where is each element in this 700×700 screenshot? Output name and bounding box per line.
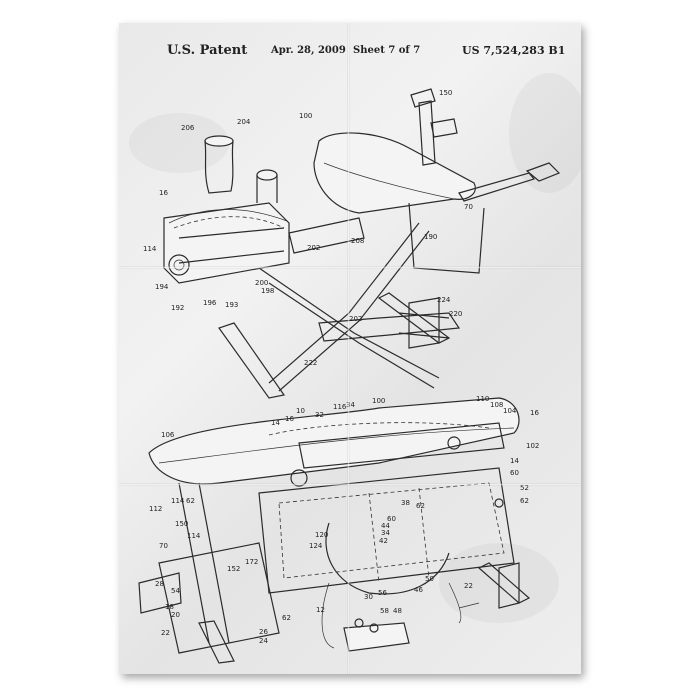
patent-number: US 7,524,283 B1 (462, 44, 566, 57)
bottom-figure-ref-label: 18 (165, 603, 174, 611)
bottom-figure-ref-label: 70 (159, 542, 168, 550)
bottom-figure-ref-label: 28 (155, 580, 164, 588)
top-figure-ref-label: 150 (439, 89, 452, 97)
paper-fold-horizontal (119, 483, 581, 486)
bottom-figure-ref-label: 114 (171, 497, 185, 505)
bottom-figure (138, 397, 531, 664)
bottom-figure-ref-label: 22 (464, 582, 473, 590)
bottom-figure-ref-label: 32 (315, 411, 324, 419)
bottom-figure-ref-label: 150 (175, 520, 188, 528)
patent-sheet: Sheet 7 of 7 (353, 45, 421, 56)
top-figure-ref-label: 192 (171, 304, 184, 312)
top-figure-ref-label: 194 (155, 283, 169, 291)
bottom-figure-ref-label: 44 (381, 522, 390, 530)
patent-date: Apr. 28, 2009 (271, 45, 346, 56)
top-figure-ref-label: 193 (225, 301, 238, 309)
bottom-figure-ref-label: 116 (333, 403, 347, 411)
bottom-figure-ref-label: 102 (526, 442, 539, 450)
top-figure-ref-label: 70 (464, 203, 473, 211)
top-figure-ref-label: 100 (299, 112, 312, 120)
top-figure-ref-label: 202 (307, 244, 320, 252)
patent-header: U.S. Patent Apr. 28, 2009 Sheet 7 of 7 U… (119, 43, 581, 61)
top-figure-ref-label: 114 (143, 245, 157, 253)
bottom-figure-ref-label: 56 (378, 589, 387, 597)
bottom-figure-ref-label: 108 (490, 401, 503, 409)
bottom-figure-ref-label: 46 (414, 586, 423, 594)
top-figure-ref-label: 208 (351, 237, 364, 245)
top-figure-ref-label: 198 (261, 287, 274, 295)
patent-poster: U.S. Patent Apr. 28, 2009 Sheet 7 of 7 U… (119, 23, 581, 674)
bottom-figure-ref-label: 112 (149, 505, 162, 513)
bottom-figure-ref-label: 14 (510, 457, 519, 465)
bottom-figure-ref-label: 26 (259, 628, 268, 636)
bottom-figure-ref-label: 22 (161, 629, 170, 637)
top-figure-ref-label: 220 (449, 310, 462, 318)
bottom-figure-ref-label: 124 (309, 542, 323, 550)
bottom-figure-ref-label: 30 (364, 593, 373, 601)
paper-fold-horizontal (119, 266, 581, 269)
bottom-figure-ref-label: 60 (387, 515, 396, 523)
bottom-figure-ref-label: 52 (520, 484, 529, 492)
bottom-figure-ref-label: 120 (315, 531, 328, 539)
bottom-figure-ref-label: 58 (380, 607, 389, 615)
bottom-figure-ref-label: 60 (510, 469, 519, 477)
bottom-figure-ref-label: 104 (503, 407, 517, 415)
bottom-figure-ref-label: 14 (271, 419, 280, 427)
top-figure-ref-label: 206 (181, 124, 195, 132)
bottom-figure-ref-label: 34 (381, 529, 390, 537)
top-figure-ref-label: 200 (255, 279, 268, 287)
bottom-figure-ref-label: 38 (401, 499, 410, 507)
bottom-figure-ref-label: 34 (346, 401, 355, 409)
bottom-figure-ref-label: 16 (285, 415, 294, 423)
bottom-figure-ref-label: 62 (520, 497, 529, 505)
patent-title: U.S. Patent (167, 43, 248, 58)
bottom-figure-ref-label: 20 (171, 611, 180, 619)
bottom-figure-ref-label: 62 (416, 502, 425, 510)
patent-drawing: 206 204 100 150 16 70 114 208 190 202 194 192 196 193… (129, 73, 581, 664)
top-figure-ref-label: 190 (424, 233, 437, 241)
bottom-figure-ref-label: 110 (476, 395, 489, 403)
bottom-figure-ref-label: 16 (530, 409, 539, 417)
bottom-figure-ref-label: 172 (245, 558, 258, 566)
bottom-figure-ref-label: 12 (316, 606, 325, 614)
bottom-figure-ref-label: 54 (171, 587, 180, 595)
bottom-figure-ref-label: 152 (227, 565, 240, 573)
bottom-figure-ref-label: 114 (187, 532, 201, 540)
paper-fold-vertical (347, 23, 350, 674)
bottom-figure-ref-label: 24 (259, 637, 268, 645)
bottom-figure-ref-label: 42 (379, 537, 388, 545)
top-figure (163, 88, 561, 399)
bottom-figure-ref-label: 62 (282, 614, 291, 622)
top-figure-ref-label: 202 (349, 315, 362, 323)
bottom-figure-ref-label: 100 (372, 397, 385, 405)
top-figure-ref-label: 204 (237, 118, 251, 126)
bottom-figure-ref-label: 48 (393, 607, 402, 615)
paper-stain (509, 73, 581, 193)
bottom-figure-ref-label: 106 (161, 431, 175, 439)
bottom-figure-ref-label: 62 (186, 497, 195, 505)
bottom-figure-ref-label: 50 (425, 575, 434, 583)
top-figure-ref-label: 222 (304, 359, 317, 367)
top-figure-labels: 206 204 100 150 16 70 114 208 190 202 194 192 196 193… (143, 89, 473, 367)
bottom-figure-ref-label: 10 (296, 407, 305, 415)
top-figure-ref-label: 196 (203, 299, 217, 307)
top-figure-ref-label: 224 (437, 296, 451, 304)
top-figure-ref-label: 16 (159, 189, 168, 197)
paper-stain (129, 113, 229, 173)
